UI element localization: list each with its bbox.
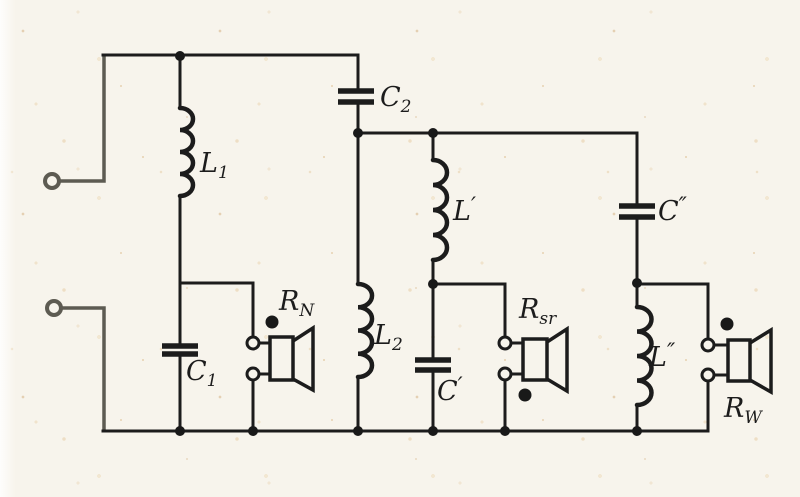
input-terminal-bottom xyxy=(45,299,106,432)
junction-dot-icon xyxy=(353,426,363,436)
label-RW: RW xyxy=(723,393,763,428)
mid-rail-wire xyxy=(356,131,639,205)
junction-dots xyxy=(175,51,642,436)
speaker-driver-icon xyxy=(726,338,752,383)
speaker-cone-icon xyxy=(546,325,569,395)
rn-feed-wire xyxy=(178,281,255,339)
speaker-terminal-icon xyxy=(245,335,261,351)
inductor-L-prime: L′ xyxy=(430,157,476,263)
polarity-dot-icon xyxy=(265,315,279,329)
top-rail-wire xyxy=(101,53,360,91)
inductor-L1: L1 xyxy=(177,105,229,199)
label-C-double-prime: C″ xyxy=(658,194,688,227)
capacitor-C-prime: C′ xyxy=(415,357,463,407)
speaker-terminal-icon xyxy=(245,366,261,382)
label-L1: L1 xyxy=(199,148,229,183)
junction-dot-icon xyxy=(248,426,258,436)
junction-dot-icon xyxy=(175,51,185,61)
loudspeaker-Rsr: Rsr xyxy=(497,294,569,402)
junction-dot-icon xyxy=(428,279,438,289)
junction-dot-icon xyxy=(500,426,510,436)
junction-dot-icon xyxy=(175,426,185,436)
terminal-ring-icon xyxy=(45,299,63,317)
inductor-L2: L2 xyxy=(355,281,403,380)
input-wire-bottom xyxy=(60,306,106,432)
label-L-prime: L′ xyxy=(452,194,476,227)
rsr-feed-wire xyxy=(431,282,507,339)
speaker-terminal-icon xyxy=(700,337,716,353)
input-terminal-top xyxy=(43,54,106,190)
speaker-cone-icon xyxy=(292,324,315,393)
inductor-coil-icon xyxy=(177,105,196,199)
capacitor-C-double-prime: C″ xyxy=(619,194,688,227)
inductor-coil-icon xyxy=(355,281,375,380)
junction-dot-icon xyxy=(428,128,438,138)
label-L2: L2 xyxy=(373,320,403,355)
polarity-dot-icon xyxy=(518,388,532,402)
speaker-terminal-icon xyxy=(497,335,513,351)
terminal-ring-icon xyxy=(43,172,61,190)
label-Rsr: Rsr xyxy=(518,294,557,329)
inductor-coil-icon xyxy=(430,157,450,263)
junction-dot-icon xyxy=(632,426,642,436)
speaker-terminal-icon xyxy=(700,367,716,383)
label-C-prime: C′ xyxy=(437,374,463,407)
rw-feed-wire xyxy=(635,282,710,341)
label-RN: RN xyxy=(278,286,315,321)
speaker-driver-icon xyxy=(268,335,295,382)
speaker-terminal-icon xyxy=(497,366,513,382)
junction-dot-icon xyxy=(632,278,642,288)
capacitor-C2: C2 xyxy=(338,82,412,117)
capacitor-C1: C1 xyxy=(162,343,218,391)
polarity-dot-icon xyxy=(720,317,734,331)
junction-dot-icon xyxy=(353,128,363,138)
inductor-coil-icon xyxy=(634,304,654,408)
loudspeaker-RN: RN xyxy=(245,286,315,393)
label-C1: C1 xyxy=(186,356,218,391)
loudspeaker-RW: RW xyxy=(700,317,773,428)
speaker-cone-icon xyxy=(749,326,773,396)
speaker-driver-icon xyxy=(521,337,549,382)
junction-dot-icon xyxy=(428,426,438,436)
input-wire-top xyxy=(58,54,106,183)
inductor-L-double-prime: L″ xyxy=(634,304,676,408)
label-C2: C2 xyxy=(380,82,412,117)
label-L-double-prime: L″ xyxy=(648,340,676,373)
